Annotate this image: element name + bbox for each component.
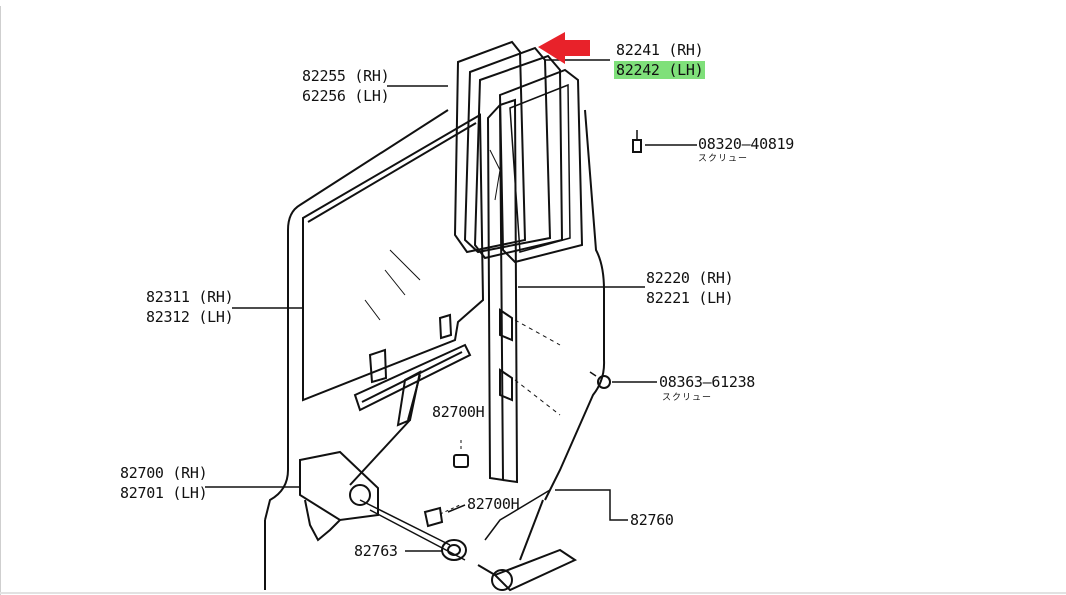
- callout-82255-rh: 82255 (RH): [302, 67, 390, 85]
- highlighted-part-label: 82242 (LH): [614, 61, 706, 79]
- red-pointer-arrow: [538, 32, 590, 64]
- vent-glass-assembly: [453, 40, 584, 264]
- callout-82221-lh: 82221 (LH): [646, 289, 734, 307]
- callout-82241-rh: 82241 (RH): [616, 41, 704, 59]
- callout-08363-61238: 08363—61238: [659, 373, 756, 391]
- callout-82220-rh: 82220 (RH): [646, 269, 734, 287]
- screw-top: [632, 130, 642, 153]
- leader-82760: [555, 489, 628, 521]
- washer: [441, 539, 467, 561]
- regulator-rail: [353, 313, 472, 412]
- callout-82700-rh: 82700 (RH): [120, 464, 208, 482]
- callout-62256-lh: 62256 (LH): [302, 87, 390, 105]
- callout-08363-jp: スクリュー: [662, 393, 713, 403]
- door-glass: [302, 113, 485, 402]
- bolt-upper: [453, 440, 469, 468]
- callout-08320-40819: 08320—40819: [698, 135, 795, 153]
- callout-82311-rh: 82311 (RH): [146, 288, 234, 306]
- leader-82700h-lower: [447, 504, 466, 513]
- callout-82763: 82763: [354, 542, 398, 560]
- window-handle: [477, 489, 578, 592]
- callout-82242-lh: 82242 (LH): [614, 60, 706, 80]
- callout-82700h-lower: 82700H: [467, 495, 520, 513]
- callout-08320-jp: スクリュー: [698, 154, 749, 164]
- callout-82700h-upper: 82700H: [432, 403, 485, 421]
- screw-mid: [589, 371, 611, 389]
- run-channel: [486, 98, 561, 484]
- callout-82701-lh: 82701 (LH): [120, 484, 208, 502]
- callout-82312-lh: 82312 (LH): [146, 308, 234, 326]
- regulator-mechanism: [299, 370, 466, 561]
- bolt-lower: [423, 504, 461, 528]
- leader-lines: [205, 59, 697, 552]
- callout-82760: 82760: [630, 511, 674, 529]
- door-outline: [264, 109, 606, 590]
